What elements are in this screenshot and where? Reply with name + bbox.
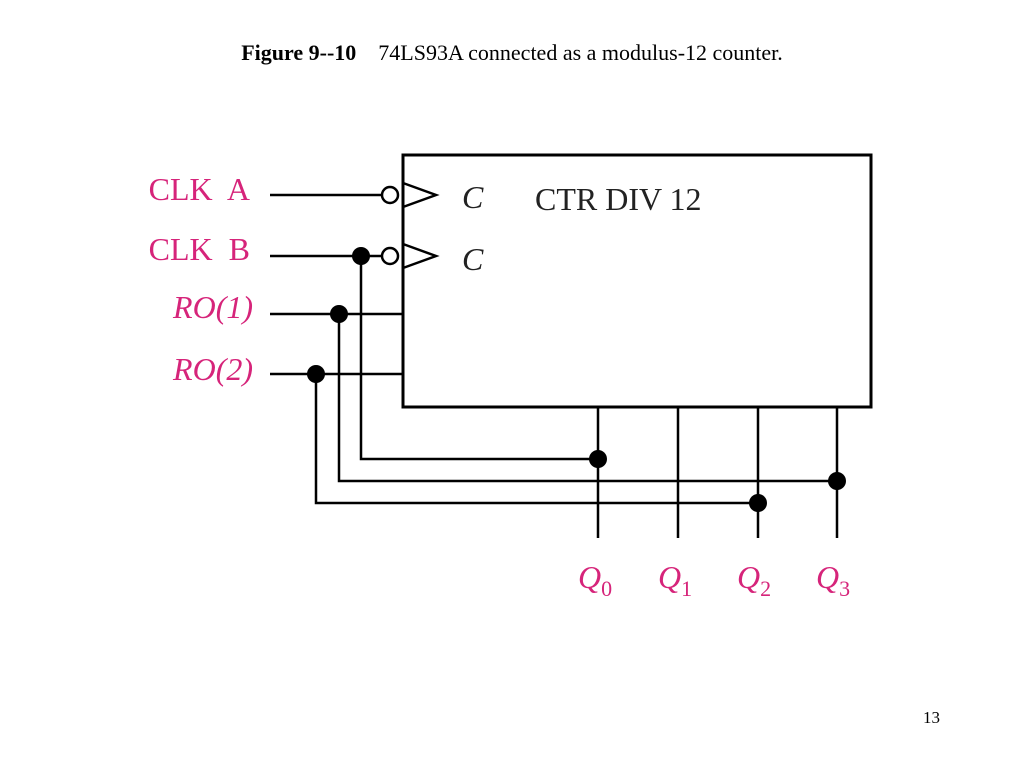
junction-dot	[307, 365, 325, 383]
junction-dot	[589, 450, 607, 468]
q3-to-ro1-feedback	[337, 314, 837, 483]
q2-subscript: 2	[760, 576, 771, 601]
clock-pin-a-label: C	[462, 179, 484, 215]
junction-dot	[352, 247, 370, 265]
figure-number: Figure 9--10	[241, 40, 357, 65]
q0-symbol: Q	[578, 559, 601, 595]
input-label-clk-a: CLK A	[149, 171, 250, 207]
counter-block	[401, 153, 873, 409]
clock-b-triangle	[402, 242, 440, 270]
q2-to-ro2-feedback	[314, 374, 758, 505]
junction-dot	[330, 305, 348, 323]
output-label-q1: Q1	[658, 559, 692, 601]
junction-dot	[828, 472, 846, 490]
input-label-clk-b: CLK B	[149, 231, 250, 267]
output-label-q0: Q0	[578, 559, 612, 601]
page-number: 13	[923, 708, 940, 727]
clock-a-triangle	[402, 181, 440, 209]
input-label-ro1: RO(1)	[172, 289, 253, 325]
q0-to-clk-b-feedback	[359, 256, 598, 461]
block-label: CTR DIV 12	[535, 181, 702, 217]
q0-subscript: 0	[601, 576, 612, 601]
output-label-q2: Q2	[737, 559, 771, 601]
figure-caption: Figure 9--10 74LS93A connected as a modu…	[0, 40, 1024, 66]
clock-pin-b-label: C	[462, 241, 484, 277]
input-label-ro2: RO(2)	[172, 351, 253, 387]
q1-symbol: Q	[658, 559, 681, 595]
q2-symbol: Q	[737, 559, 760, 595]
q1-subscript: 1	[681, 576, 692, 601]
q3-subscript: 3	[839, 576, 850, 601]
output-label-q3: Q3	[816, 559, 850, 601]
clk-b-inversion-bubble	[380, 246, 400, 266]
clk-a-inversion-bubble	[380, 185, 400, 205]
figure-title: 74LS93A connected as a modulus-12 counte…	[378, 40, 783, 65]
junction-dot	[749, 494, 767, 512]
q3-symbol: Q	[816, 559, 839, 595]
